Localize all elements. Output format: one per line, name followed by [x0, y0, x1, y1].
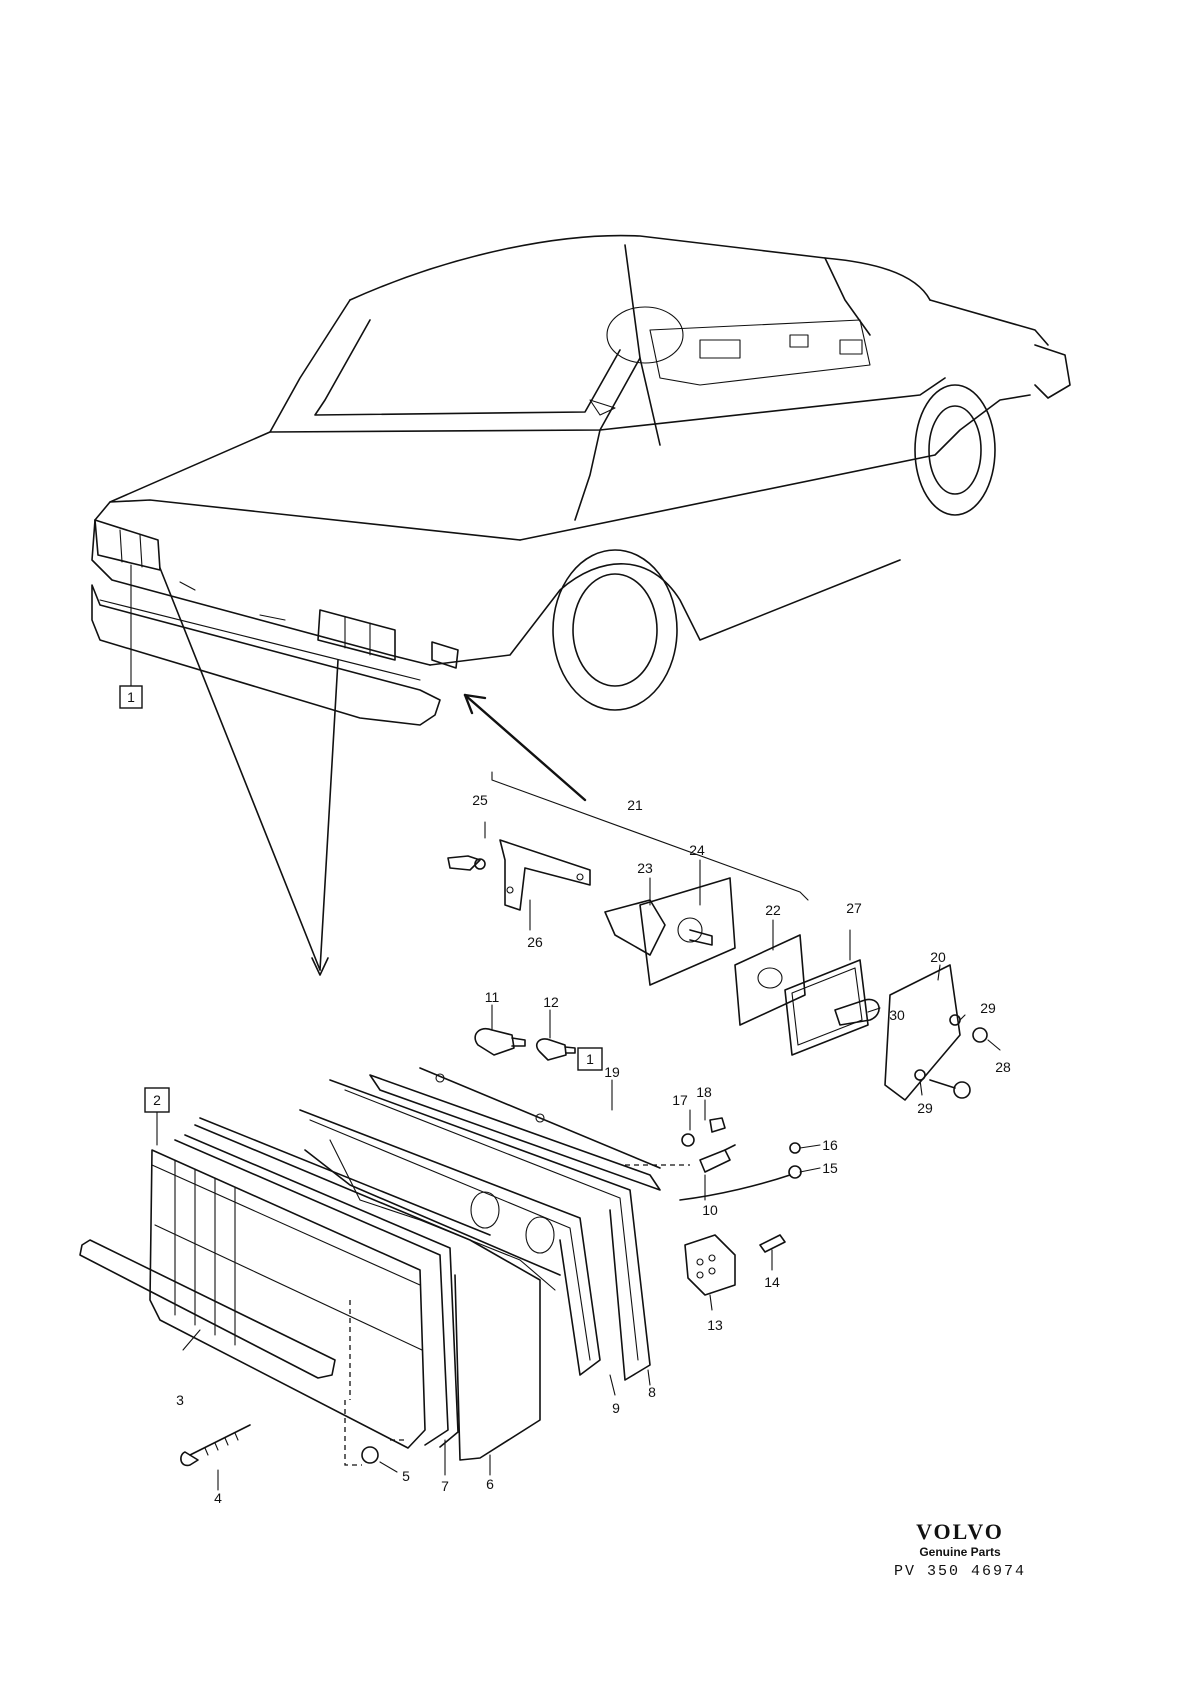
callout-9: 9 [612, 1400, 620, 1416]
callout-26: 26 [527, 934, 543, 950]
callout-27: 27 [846, 900, 862, 916]
callout-box-2-label: 2 [153, 1092, 161, 1108]
callout-30: 30 [889, 1007, 905, 1023]
callout-box-1-car: 1 [119, 564, 143, 709]
side-marker-assembly [447, 771, 1001, 1101]
brand-block: VOLVO Genuine Parts PV 350 46974 [880, 1520, 1040, 1582]
tail-lamp-exploded: 2 [79, 1067, 821, 1491]
callout-28: 28 [995, 1059, 1011, 1075]
callout-12: 12 [543, 994, 559, 1010]
callout-29b: 29 [917, 1100, 933, 1116]
tail-lamp-pointer-lines [159, 567, 339, 976]
callout-7: 7 [441, 1478, 449, 1494]
callout-10: 10 [702, 1202, 718, 1218]
callout-22: 22 [765, 902, 781, 918]
volvo-logo: VOLVO [916, 1519, 1004, 1544]
callout-20: 20 [930, 949, 946, 965]
callout-16: 16 [822, 1137, 838, 1153]
callout-13: 13 [707, 1317, 723, 1333]
callout-17: 17 [672, 1092, 688, 1108]
callout-15: 15 [822, 1160, 838, 1176]
callout-box-1a-label: 1 [127, 689, 135, 705]
callout-numbers: 3 4 5 6 7 8 9 10 11 12 13 14 15 16 17 18… [176, 792, 1011, 1506]
callout-19: 19 [604, 1064, 620, 1080]
callout-11: 11 [485, 989, 500, 1005]
callout-4: 4 [214, 1490, 222, 1506]
callout-5: 5 [402, 1468, 410, 1484]
brand-tagline: Genuine Parts [919, 1545, 1001, 1559]
callout-24: 24 [689, 842, 705, 858]
callout-box-1b-label: 1 [586, 1051, 594, 1067]
callout-29a: 29 [980, 1000, 996, 1016]
callout-14: 14 [764, 1274, 780, 1290]
callout-6: 6 [486, 1476, 494, 1492]
bulbs: 1 [474, 1004, 603, 1071]
callout-18: 18 [696, 1084, 712, 1100]
callout-25: 25 [472, 792, 488, 808]
car-illustration [91, 234, 1071, 726]
callout-8: 8 [648, 1384, 656, 1400]
side-marker-arrow [463, 693, 587, 802]
callout-21: 21 [627, 797, 643, 813]
part-drawing-code: PV 350 46974 [893, 1563, 1027, 1580]
callout-23: 23 [637, 860, 653, 876]
callout-3: 3 [176, 1392, 184, 1408]
